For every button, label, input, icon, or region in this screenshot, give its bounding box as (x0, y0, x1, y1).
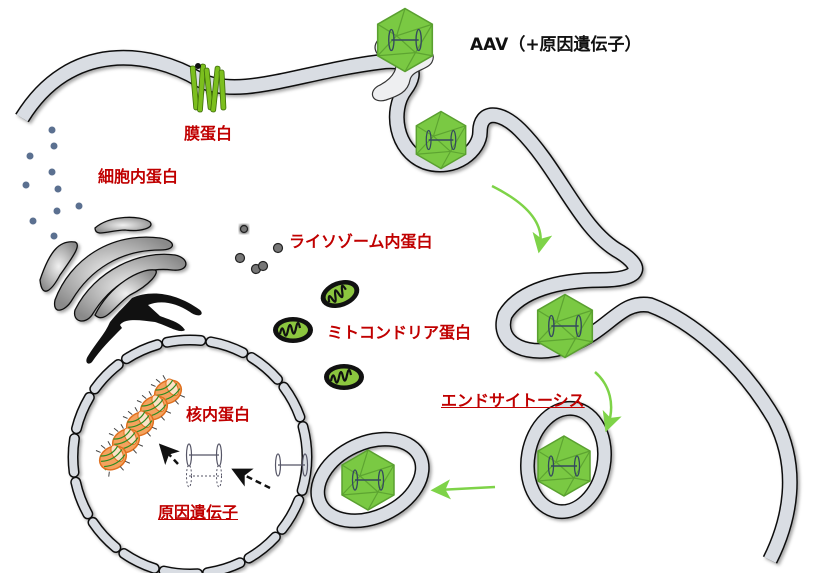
endosome-right (520, 400, 612, 520)
arrow-endosome-trafficking (430, 479, 496, 500)
arrow-to-endosome (594, 371, 622, 433)
arrow-nuclear-import (231, 468, 271, 490)
aav-genome-icon-entering (274, 453, 309, 477)
mitochondrial-protein-label: ミトコンドリア蛋白 (327, 323, 472, 342)
mitochondrion-icon (315, 273, 365, 315)
nuclear-protein-label: 核内蛋白 (186, 405, 251, 424)
aav-virus-icon-endosome-right (537, 435, 591, 497)
intracellular-protein-dots (22, 126, 83, 240)
intracellular-protein-label: 細胞内蛋白 (98, 167, 179, 186)
mitochondrion-icon (271, 315, 315, 345)
chromatin-nucleosomes-icon (91, 369, 189, 480)
arrow-internalization (491, 184, 553, 254)
arrow-gene-expression (158, 443, 180, 465)
mitochondrion-icon (322, 362, 366, 392)
aav-title-label: AAV（+原因遺伝子） (470, 35, 642, 55)
endosome-left (310, 431, 430, 529)
plasma-membrane (15, 49, 798, 564)
membrane-protein-icon (189, 63, 227, 113)
aav-genome-icon-nucleus (185, 443, 223, 488)
aav-virus-icon-endosome-left (341, 449, 395, 511)
golgi-apparatus-icon (39, 216, 187, 322)
endoplasmic-reticulum-icon (86, 293, 202, 364)
membrane-protein-label: 膜蛋白 (184, 124, 233, 143)
causative-gene-label: 原因遺伝子 (158, 503, 239, 522)
endocytosis-label: エンドサイトーシス (441, 391, 585, 410)
lysosome-icons (234, 224, 284, 275)
lysosomal-protein-label: ライソゾーム内蛋白 (289, 232, 433, 251)
